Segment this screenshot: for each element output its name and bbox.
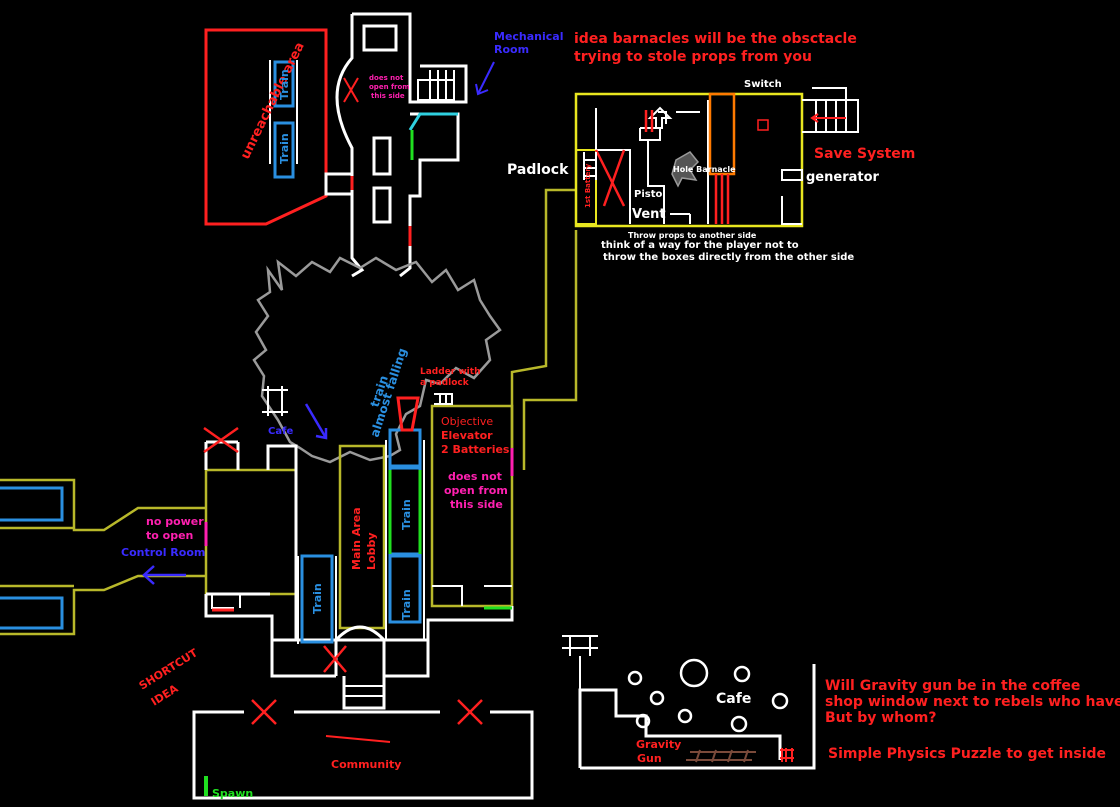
- x-mark-icon: [323, 645, 347, 673]
- x-mark-icon: [203, 426, 239, 454]
- barnacle-room: 1st Battery Hole Barnacle Pistol Vent Sw…: [574, 79, 859, 228]
- hole-barnacle-label: Hole Barnacle: [673, 165, 736, 174]
- x-mark-icon: [343, 77, 359, 103]
- gravity-gun-shelf: [686, 749, 756, 763]
- train-label: Train: [400, 499, 413, 530]
- left-corridors: [0, 478, 206, 636]
- gravity-question: But by whom?: [825, 710, 936, 726]
- mechanical-tower: [324, 12, 468, 278]
- idea-note: trying to stole props from you: [574, 49, 812, 65]
- cafe-building: [578, 664, 816, 770]
- gravity-gun-label: Gun: [637, 752, 662, 765]
- arrow-icon: [142, 565, 186, 585]
- arrow-icon: [475, 61, 495, 96]
- circle-prop-icon: [627, 658, 789, 733]
- padlock-label: Padlock: [507, 162, 569, 178]
- train-car: [300, 554, 334, 644]
- objective-label: Objective: [441, 415, 493, 428]
- train-label: Train: [400, 589, 413, 620]
- no-open-label: open from: [444, 484, 508, 497]
- train-car: [388, 554, 422, 624]
- arrow-icon: [810, 113, 846, 123]
- control-room-label: Control Room: [121, 546, 205, 559]
- hole-barnacle-icon: [671, 151, 700, 188]
- generator-label: generator: [806, 170, 880, 185]
- arrow-icon: [304, 403, 328, 440]
- cafe-label: Cafe: [716, 691, 751, 707]
- batteries-label: 2 Batteries: [441, 443, 510, 456]
- vent-label: Vent: [632, 207, 666, 222]
- x-mark-icon: [457, 699, 483, 725]
- ladder-icon: [780, 748, 794, 762]
- throw-note: throw the boxes directly from the other …: [603, 252, 854, 263]
- ladder-icon: [262, 386, 453, 416]
- train-label: Train: [278, 133, 291, 164]
- main-area-label: Lobby: [365, 533, 378, 571]
- generator-box: [781, 169, 803, 181]
- ladder-icon: [583, 152, 597, 180]
- no-open-small-label: open from: [369, 83, 410, 91]
- throw-note: Throw props to another side: [628, 231, 757, 240]
- no-open-small-label: does not: [369, 74, 404, 82]
- green-doors: [388, 470, 512, 610]
- pistol-label: Pistol: [634, 189, 666, 200]
- mechanical-room-label: Room: [494, 43, 529, 56]
- padlock-corridor: [510, 188, 578, 470]
- community-area: [192, 710, 534, 800]
- throw-note: think of a way for the player not to: [601, 240, 799, 251]
- switch-label: Switch: [744, 79, 782, 90]
- train-label: Train: [278, 69, 291, 100]
- no-power-label: no power: [146, 515, 204, 528]
- idea-note: idea barnacles will be the obsctacle: [574, 31, 857, 47]
- no-open-label: this side: [450, 498, 503, 511]
- ladder-padlock-icon: [396, 396, 420, 432]
- ladder-padlock-label: a padlock: [420, 378, 470, 388]
- battery-label: 1st Battery: [584, 163, 592, 208]
- train-car: [273, 60, 295, 108]
- magenta-doors: [204, 448, 514, 546]
- community-line: [325, 735, 391, 743]
- train-label: Train: [311, 583, 324, 614]
- physics-puzzle-label: Simple Physics Puzzle to get inside: [828, 746, 1106, 762]
- no-open-small-label: this side: [371, 92, 405, 100]
- train-car: [273, 121, 295, 179]
- ladder-icon: [562, 635, 598, 690]
- main-lobby-complex: [204, 404, 514, 710]
- gravity-question: Will Gravity gun be in the coffee: [825, 678, 1080, 694]
- gravity-gun-label: Gravity: [636, 738, 681, 751]
- stairs-icon: [429, 70, 455, 100]
- spawn-label: Spawn: [212, 787, 253, 800]
- rubble-outline: [252, 256, 502, 464]
- ladder-padlock-label: Ladder with: [420, 367, 480, 377]
- community-label: Community: [331, 758, 401, 771]
- save-system-label: Save System: [814, 146, 915, 162]
- gravity-question: shop window next to rebels who have b: [825, 694, 1120, 710]
- cafe-small-label: Cafe: [268, 426, 293, 437]
- no-open-label: does not: [448, 470, 502, 483]
- mechanical-room-label: Mechanical: [494, 30, 564, 43]
- x-mark-icon: [251, 699, 277, 725]
- stairs-icon: [802, 87, 859, 133]
- switch-box: [757, 119, 769, 131]
- main-area-label: Main Area: [350, 507, 363, 570]
- door-cyan: [408, 112, 458, 131]
- no-power-label: to open: [146, 529, 193, 542]
- elevator-label: Elevator: [441, 429, 493, 442]
